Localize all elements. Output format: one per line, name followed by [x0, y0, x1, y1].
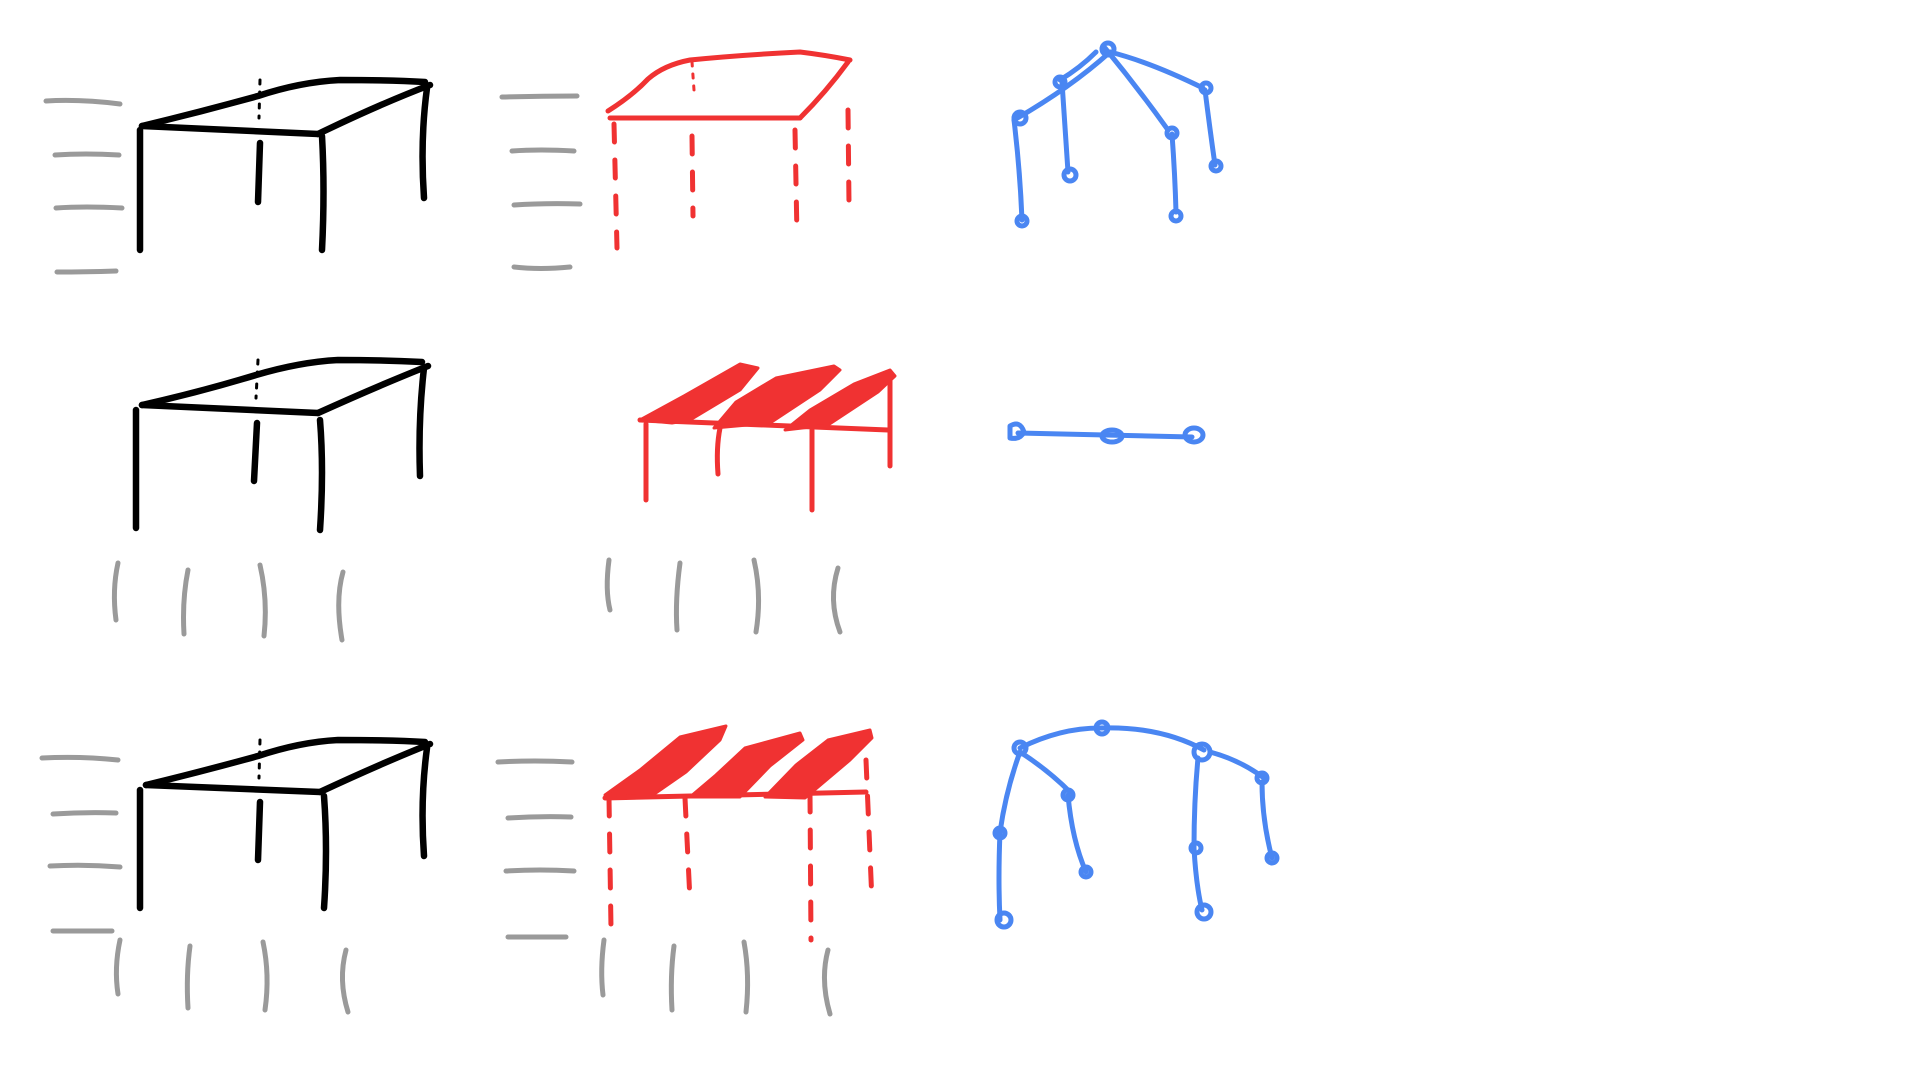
blue-skeleton-arch: [992, 719, 1280, 930]
vertical-motion-lines-2: [604, 557, 843, 635]
vertical-motion-lines: [111, 560, 346, 643]
horizontal-motion-lines-3: [39, 754, 123, 934]
blue-skeleton-tent: [1011, 40, 1224, 229]
horizontal-motion-lines-2: [499, 93, 583, 271]
black-table-2: [132, 356, 432, 534]
red-table-hatched-dashed: [602, 724, 875, 943]
row-1: [43, 40, 1224, 275]
horizontal-motion-lines-4: [495, 758, 577, 940]
red-table-hatched: [637, 362, 897, 513]
vertical-motion-lines-4: [599, 937, 833, 1017]
horizontal-motion-lines: [43, 97, 125, 275]
red-table-dashed-legs: [605, 49, 853, 251]
row-3: [39, 719, 1280, 1017]
vertical-motion-lines-3: [113, 937, 351, 1015]
blue-skeleton-line: [1007, 421, 1206, 445]
row-2: [111, 356, 1206, 643]
black-table: [136, 76, 434, 254]
black-table-3: [136, 736, 434, 912]
